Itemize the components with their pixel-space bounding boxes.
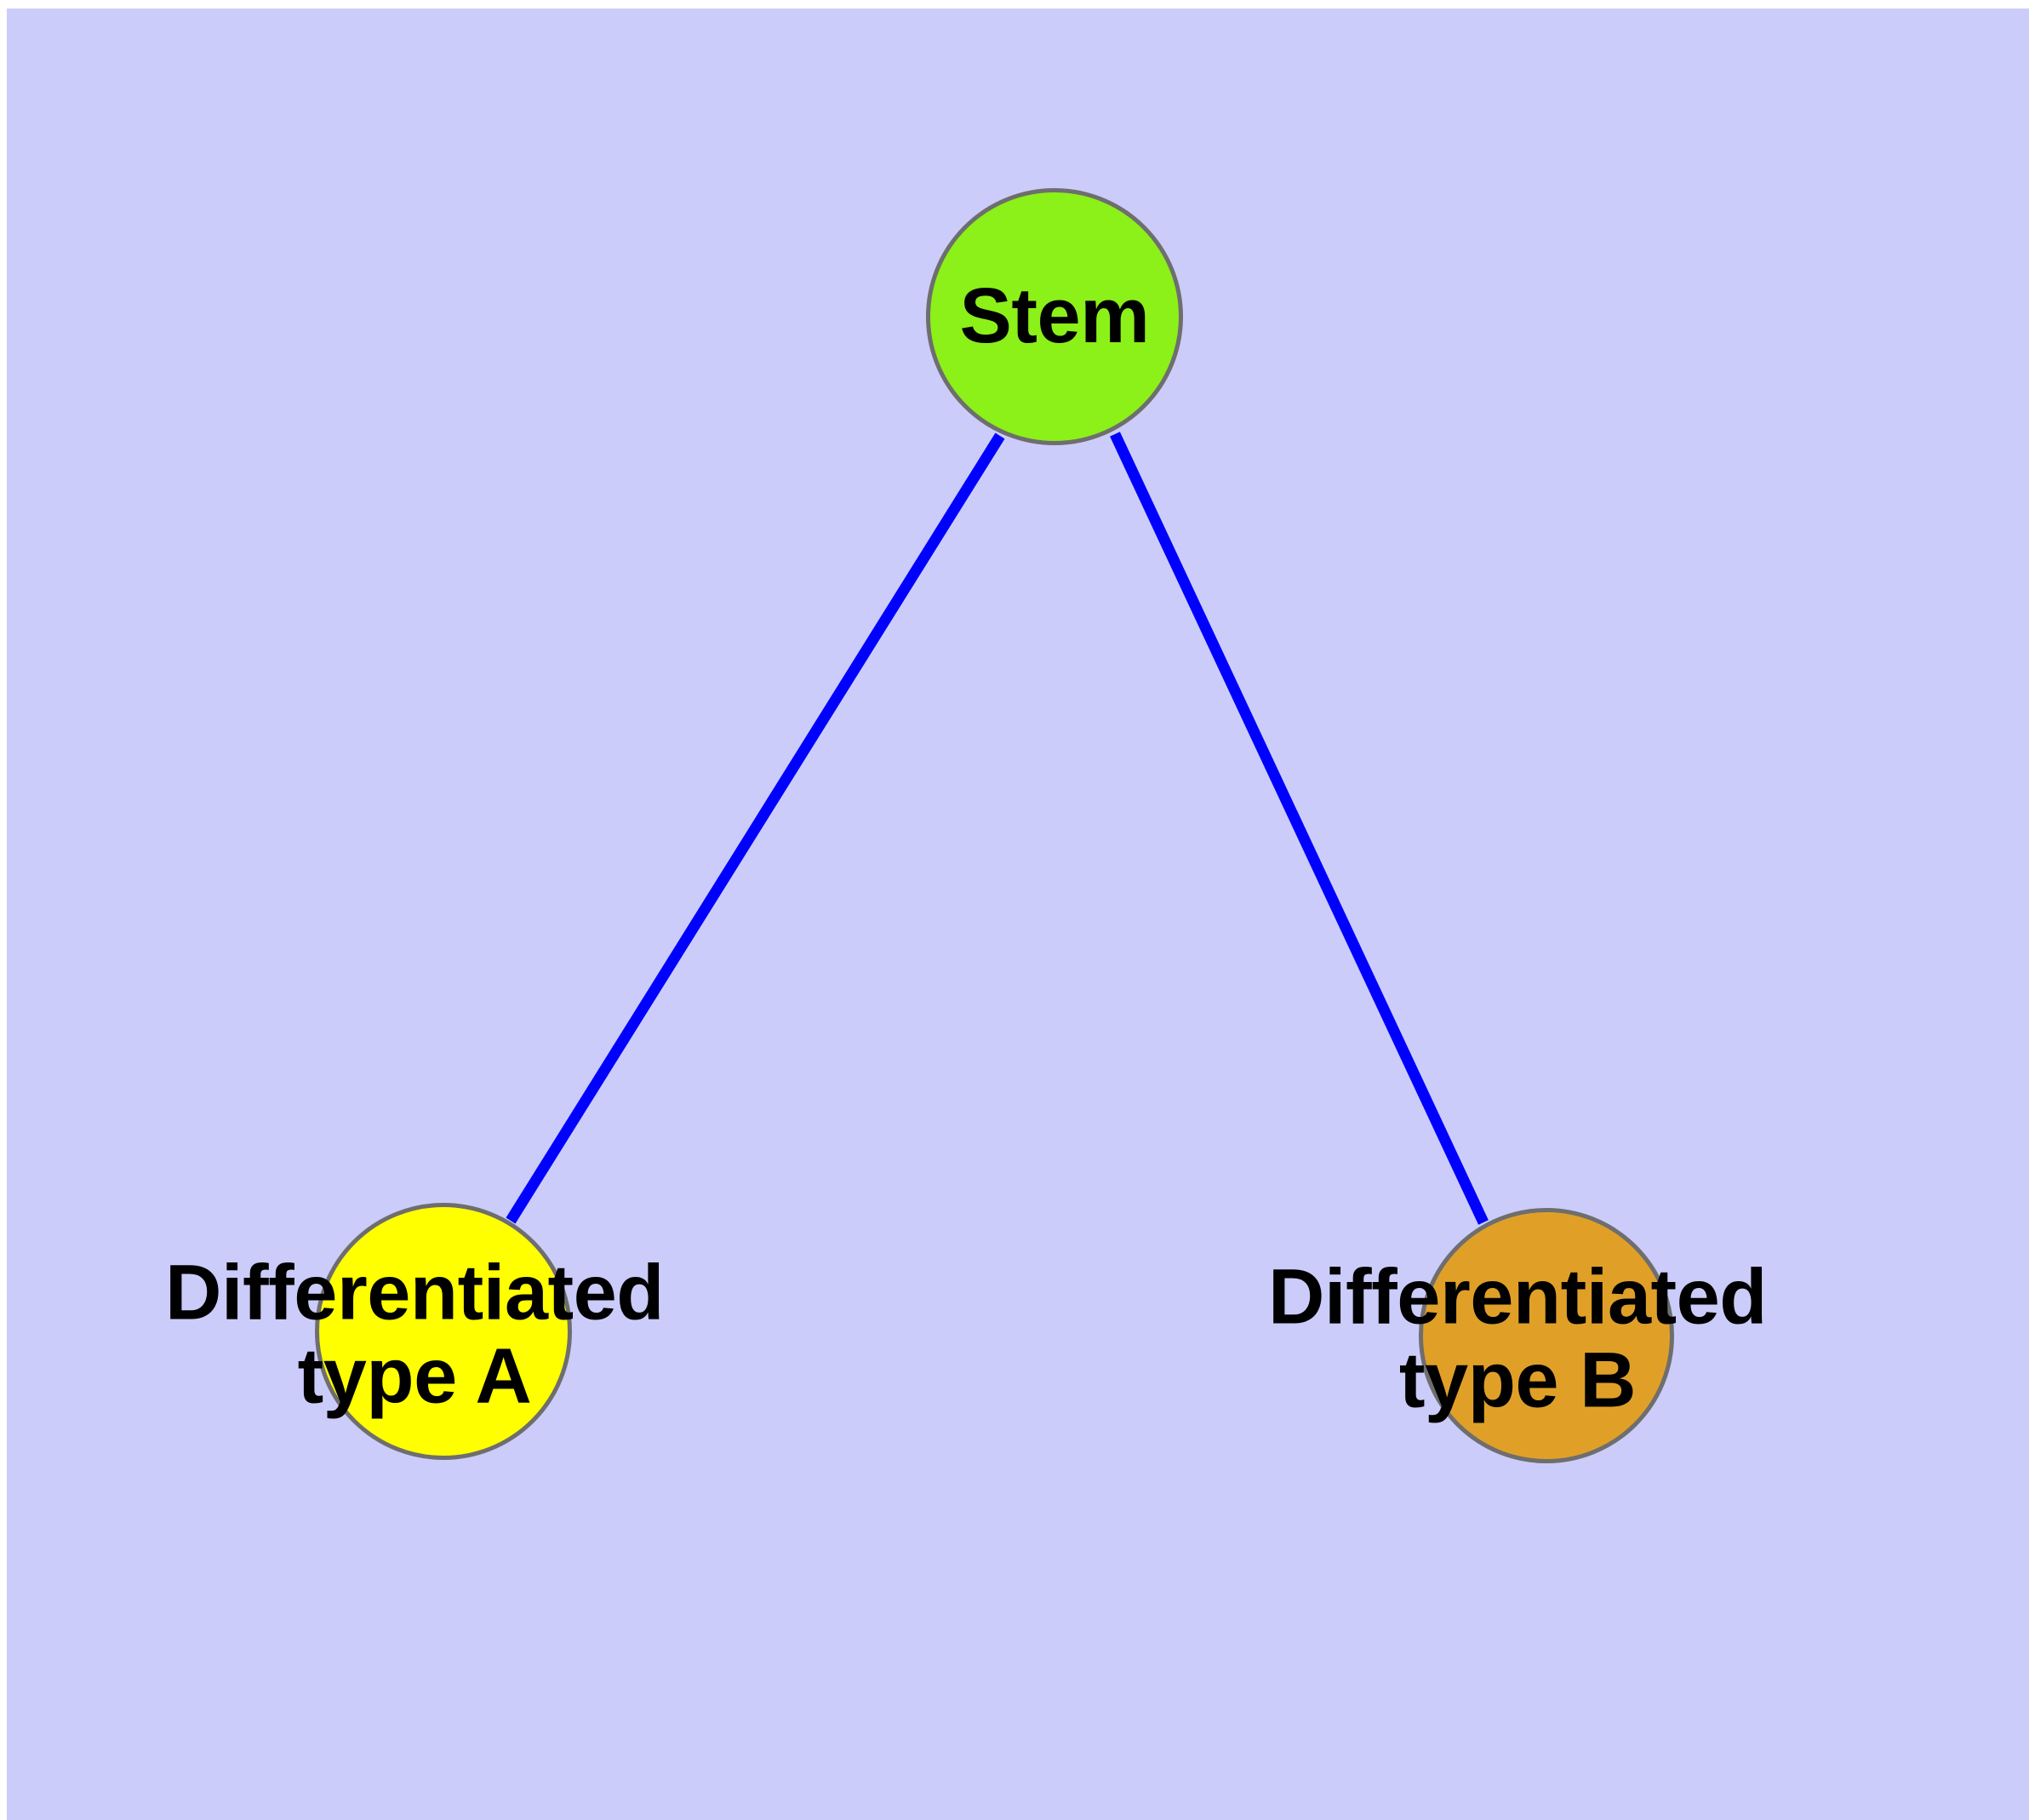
node-layer — [315, 188, 1674, 1463]
node-label-stem: Stem — [959, 272, 1150, 360]
node-label-differentiated-type-a: Differentiated type A — [165, 1249, 664, 1419]
node-differentiated-type-a[interactable] — [315, 1203, 572, 1460]
edge-stem-to-differentiated-type-a — [506, 432, 1005, 1224]
node-label-differentiated-type-b: Differentiated type B — [1268, 1253, 1767, 1423]
node-differentiated-type-b[interactable] — [1419, 1208, 1674, 1463]
edge-layer — [506, 432, 1489, 1225]
node-stem[interactable] — [926, 188, 1183, 445]
edge-stem-to-differentiated-type-b — [1110, 432, 1489, 1225]
